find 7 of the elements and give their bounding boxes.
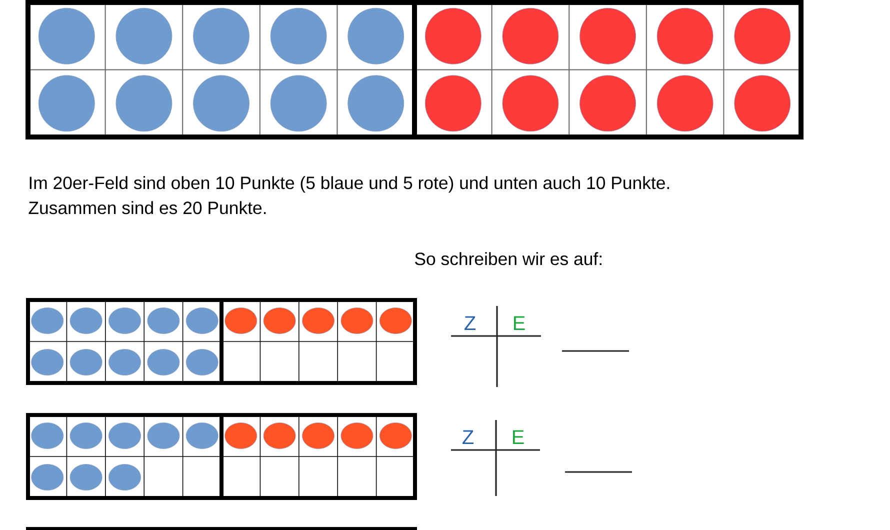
prompt-text: So schreiben wir es auf: [415, 252, 602, 266]
explanation-text: Im 20er-Feld sind oben 10 Punkte (5 blaue und 5 rote) und unten auch 10 Punkte. [30, 176, 670, 193]
column-heading: E [514, 316, 525, 330]
column-heading: Z [464, 316, 476, 330]
column-heading: Z [462, 430, 474, 444]
column-heading: E [512, 430, 524, 444]
explanation-text: Zusammen sind es 20 Punkte. [28, 201, 266, 214]
